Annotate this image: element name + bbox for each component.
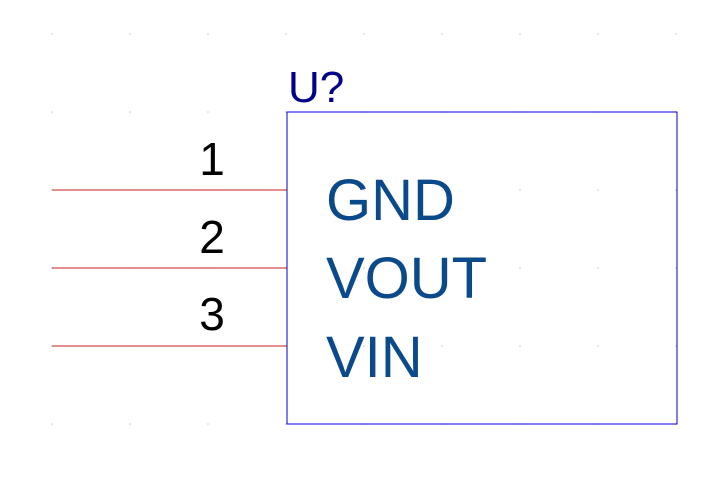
grid-dot [597,267,599,269]
grid-dot [51,423,53,425]
grid-dot [675,33,677,35]
pin-2-number: 2 [199,211,225,263]
component-reference[interactable]: U? [288,63,344,112]
pin-3-number: 3 [199,288,225,340]
grid-dot [441,267,443,269]
grid-dot [675,345,677,347]
grid-dot [675,189,677,191]
grid-dot [519,267,521,269]
pin-1-number: 1 [199,133,225,185]
grid-dot [207,111,209,113]
grid-dot [519,33,521,35]
grid-dot [519,189,521,191]
grid-dot [51,111,53,113]
grid-dot [285,423,287,425]
grid-dot [129,423,131,425]
grid-dot [207,33,209,35]
grid-dot [441,33,443,35]
grid-dot [519,345,521,347]
grid-dot [363,33,365,35]
grid-dot [285,111,287,113]
grid-dot [597,189,599,191]
grid-dot [207,423,209,425]
component-body[interactable] [286,111,678,425]
grid-dot [363,345,365,347]
grid-dot [51,33,53,35]
grid-dot [363,189,365,191]
grid-dot [129,33,131,35]
pin-1-name: GND [326,168,455,233]
grid-dot [675,267,677,269]
grid-dot [285,33,287,35]
grid-dot [363,267,365,269]
grid-dot [597,33,599,35]
pin-2-name: VOUT [326,246,487,311]
pin-3-name: VIN [326,325,423,390]
grid-dot [597,345,599,347]
grid-dot [441,345,443,347]
grid-dot [441,189,443,191]
grid-dot [129,111,131,113]
